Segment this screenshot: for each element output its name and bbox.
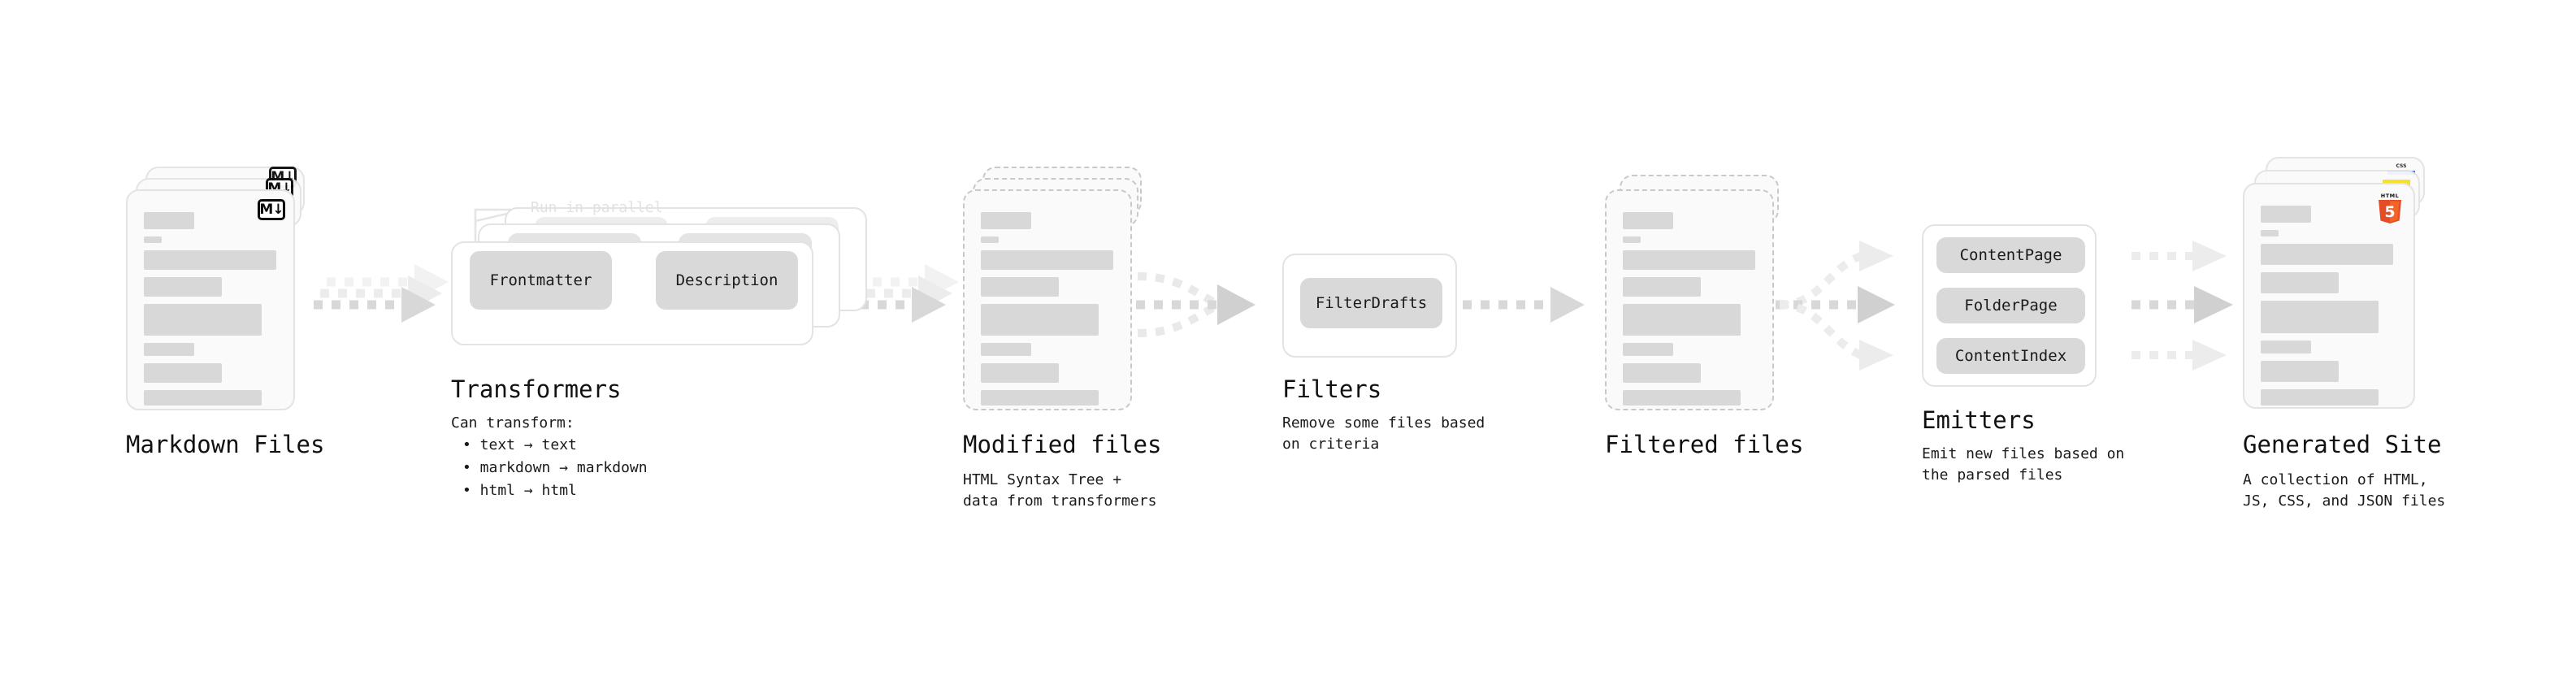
- skeleton-bar: [1623, 250, 1755, 270]
- arrow-markdown-to-transformers: [314, 264, 449, 323]
- css-icon-label: CSS: [2396, 163, 2407, 169]
- markdown-card-front[interactable]: M↓: [126, 189, 295, 410]
- skeleton-bar: [981, 390, 1099, 406]
- emitters-chip-contentpage[interactable]: ContentPage: [1936, 237, 2085, 273]
- arrow-filters-to-filtered: [1463, 287, 1585, 323]
- skeleton-bar: [144, 304, 262, 336]
- skeleton-bar: [144, 250, 276, 270]
- skeleton-bar: [144, 343, 194, 356]
- generated-card-front[interactable]: HTML 5: [2243, 183, 2415, 409]
- stage-generated-site: CSS HTML 5: [2243, 157, 2454, 417]
- skeleton-bar: [2261, 301, 2379, 333]
- skeleton-bar: [2261, 361, 2339, 382]
- arrow-emitters-to-generated: [2131, 241, 2233, 371]
- skeleton-bar: [1623, 343, 1673, 356]
- filters-desc-line2: on criteria: [1282, 436, 1380, 453]
- skeleton-bar: [981, 343, 1031, 356]
- markdown-badge: M↓: [258, 199, 285, 220]
- generated-site-title: Generated Site: [2243, 431, 2442, 458]
- modified-card-stack: [963, 167, 1166, 419]
- transformer-chip-frontmatter[interactable]: Frontmatter: [470, 251, 612, 310]
- skeleton-bar: [1623, 236, 1641, 243]
- generated-site-desc-line1: A collection of HTML,: [2243, 471, 2428, 488]
- transformers-bullet: • markdown → markdown: [462, 458, 648, 476]
- modified-files-title: Modified files: [963, 431, 1162, 458]
- generated-skeleton: [2261, 206, 2397, 413]
- emitters-chip-contentindex[interactable]: ContentIndex: [1936, 338, 2085, 374]
- filtered-card-front[interactable]: [1605, 189, 1774, 410]
- filters-desc-line1: Remove some files based: [1282, 414, 1485, 432]
- emitters-desc-line1: Emit new files based on: [1922, 445, 2125, 462]
- skeleton-bar: [144, 277, 222, 297]
- transformer-box-front[interactable]: Frontmatter Description: [451, 241, 813, 345]
- filters-title: Filters: [1282, 375, 1382, 403]
- skeleton-bar: [2261, 340, 2311, 354]
- filtered-skeleton: [1623, 212, 1756, 413]
- emitters-title: Emitters: [1922, 406, 2036, 434]
- stage-markdown-files: M↓ M↓ M↓: [126, 167, 329, 410]
- skeleton-bar: [981, 277, 1059, 297]
- skeleton-bar: [1623, 304, 1741, 336]
- filtered-files-title: Filtered files: [1605, 431, 1804, 458]
- svg-text:5: 5: [2384, 203, 2395, 221]
- skeleton-bar: [981, 250, 1113, 270]
- skeleton-bar: [2261, 389, 2379, 406]
- skeleton-bar: [1623, 390, 1741, 406]
- stage-filtered-files: [1605, 167, 1808, 419]
- skeleton-bar: [1623, 212, 1673, 229]
- transformers-desc-heading: Can transform:: [451, 414, 575, 432]
- emitters-chip-folderpage[interactable]: FolderPage: [1936, 288, 2085, 323]
- modified-card-front[interactable]: [963, 189, 1132, 410]
- modified-files-desc-line1: HTML Syntax Tree +: [963, 471, 1122, 488]
- html5-icon: HTML 5: [2376, 191, 2404, 223]
- transformers-title: Transformers: [451, 375, 622, 403]
- skeleton-bar: [144, 390, 262, 406]
- transformers-bullet-list: • text → text • markdown → markdown • ht…: [451, 434, 648, 502]
- skeleton-bar: [981, 304, 1099, 336]
- skeleton-bar: [144, 363, 222, 383]
- skeleton-bar: [2261, 206, 2311, 223]
- markdown-skeleton: [144, 212, 277, 413]
- skeleton-bar: [1623, 277, 1701, 297]
- modified-skeleton: [981, 212, 1114, 413]
- run-in-parallel-label: Run in parallel: [531, 199, 663, 216]
- skeleton-bar: [1623, 363, 1701, 383]
- skeleton-bar: [2261, 244, 2393, 265]
- emitters-box[interactable]: ContentPage FolderPage ContentIndex: [1922, 224, 2097, 387]
- modified-files-desc-line2: data from transformers: [963, 492, 1157, 510]
- transformers-bullet: • text → text: [462, 436, 577, 453]
- skeleton-bar: [144, 236, 162, 243]
- filtered-card-stack: [1605, 167, 1808, 419]
- emitters-desc-line2: the parsed files: [1922, 466, 2063, 484]
- skeleton-bar: [981, 212, 1031, 229]
- svg-text:HTML: HTML: [2381, 193, 2399, 199]
- skeleton-bar: [2261, 230, 2279, 236]
- skeleton-bar: [981, 363, 1059, 383]
- skeleton-bar: [2261, 272, 2339, 293]
- filters-box[interactable]: FilterDrafts: [1282, 254, 1457, 358]
- generated-card-stack: CSS HTML 5: [2243, 157, 2454, 417]
- filters-chip-filterdrafts[interactable]: FilterDrafts: [1300, 278, 1442, 328]
- markdown-card-stack: M↓ M↓ M↓: [126, 167, 329, 410]
- stage-modified-files: [963, 167, 1166, 419]
- html5-icon-svg: HTML 5: [2379, 193, 2401, 223]
- skeleton-bar: [981, 236, 999, 243]
- transformers-bullet: • html → html: [462, 481, 577, 499]
- transformer-chip-description[interactable]: Description: [656, 251, 798, 310]
- generated-site-desc-line2: JS, CSS, and JSON files: [2243, 492, 2446, 510]
- skeleton-bar: [144, 212, 194, 229]
- markdown-files-title: Markdown Files: [126, 431, 325, 458]
